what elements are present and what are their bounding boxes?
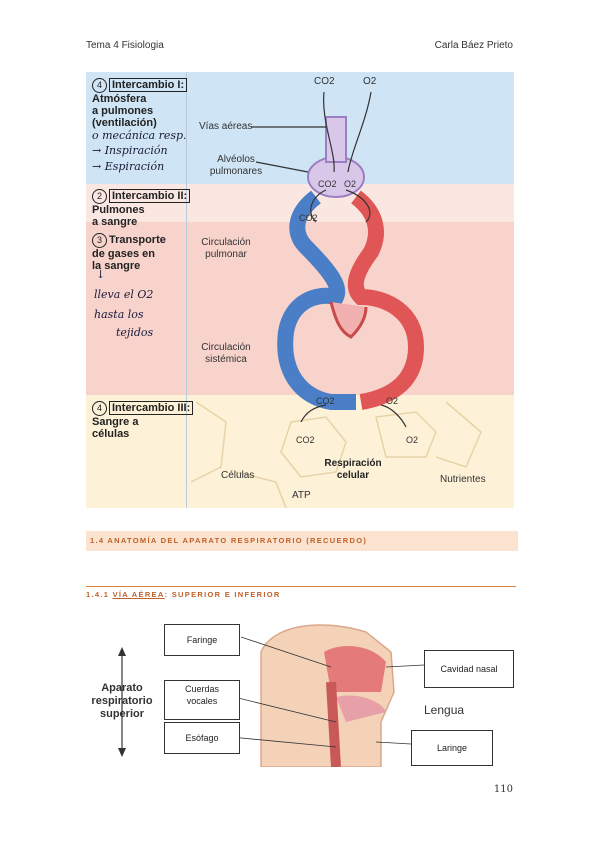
note1: o mecánica resp. [92, 129, 187, 142]
co2-pulm: CO2 [299, 213, 318, 223]
co2-top: CO2 [314, 76, 335, 87]
artery-path [347, 190, 425, 410]
lengua-label: Lengua [424, 703, 465, 717]
band-cells [86, 395, 514, 508]
arrow-up [118, 647, 126, 656]
page-number: 110 [493, 784, 513, 795]
pharynx [326, 681, 341, 767]
co2-alveolus: CO2 [318, 179, 337, 189]
nasal-cavity [324, 646, 386, 692]
o2-top: O2 [363, 76, 377, 87]
head-anatomy [118, 624, 425, 767]
note4: ↓ [96, 268, 106, 281]
vias-label: Vías aéreas [199, 121, 253, 132]
esofago-box: Esófago [164, 722, 240, 754]
nutrientes-label: Nutrientes [440, 474, 486, 485]
vein-path [277, 190, 356, 410]
celulas-label: Células [221, 470, 255, 481]
airway-tube [325, 116, 347, 163]
o2-sys: O2 [386, 396, 399, 406]
faringe-box: Faringe [164, 624, 240, 656]
note5: lleva el O2 [94, 288, 154, 301]
tongue [336, 695, 386, 722]
section-bar: 1.4 ANATOMÍA DEL APARATO RESPIRATORIO (R… [86, 531, 518, 551]
header-left: Tema 4 Fisiologia [86, 40, 164, 51]
co2-sys: CO2 [316, 396, 335, 406]
arrows [251, 91, 407, 428]
o2-cell: O2 [406, 435, 419, 445]
cavidad-box: Cavidad nasal [424, 650, 514, 688]
header-right: Carla Báez Prieto [434, 40, 513, 51]
band-atmosphere [86, 72, 514, 184]
leader-lines [230, 636, 425, 748]
co2-cell: CO2 [296, 435, 315, 445]
circulation-diagram [190, 91, 482, 508]
subsection-link[interactable]: VÍA AÉREA [112, 590, 165, 599]
subsection-rule [86, 586, 516, 587]
note6: hasta los [94, 308, 144, 321]
cell-outlines [190, 401, 482, 508]
subsection-title: 1.4.1 VÍA AÉREA: SUPERIOR E INFERIOR [86, 590, 281, 599]
note3: → Espiración [92, 160, 165, 173]
note7: tejidos [116, 326, 154, 339]
note2: → Inspiración [92, 144, 168, 157]
arrow-down [118, 748, 126, 757]
divider [186, 72, 187, 508]
atp-label: ATP [292, 490, 311, 501]
section-title: 1.4 ANATOMÍA DEL APARATO RESPIRATORIO (R… [90, 536, 368, 545]
o2-alveolus: O2 [344, 179, 357, 189]
heart-shape [329, 301, 368, 339]
laringe-box: Laringe [411, 730, 493, 766]
